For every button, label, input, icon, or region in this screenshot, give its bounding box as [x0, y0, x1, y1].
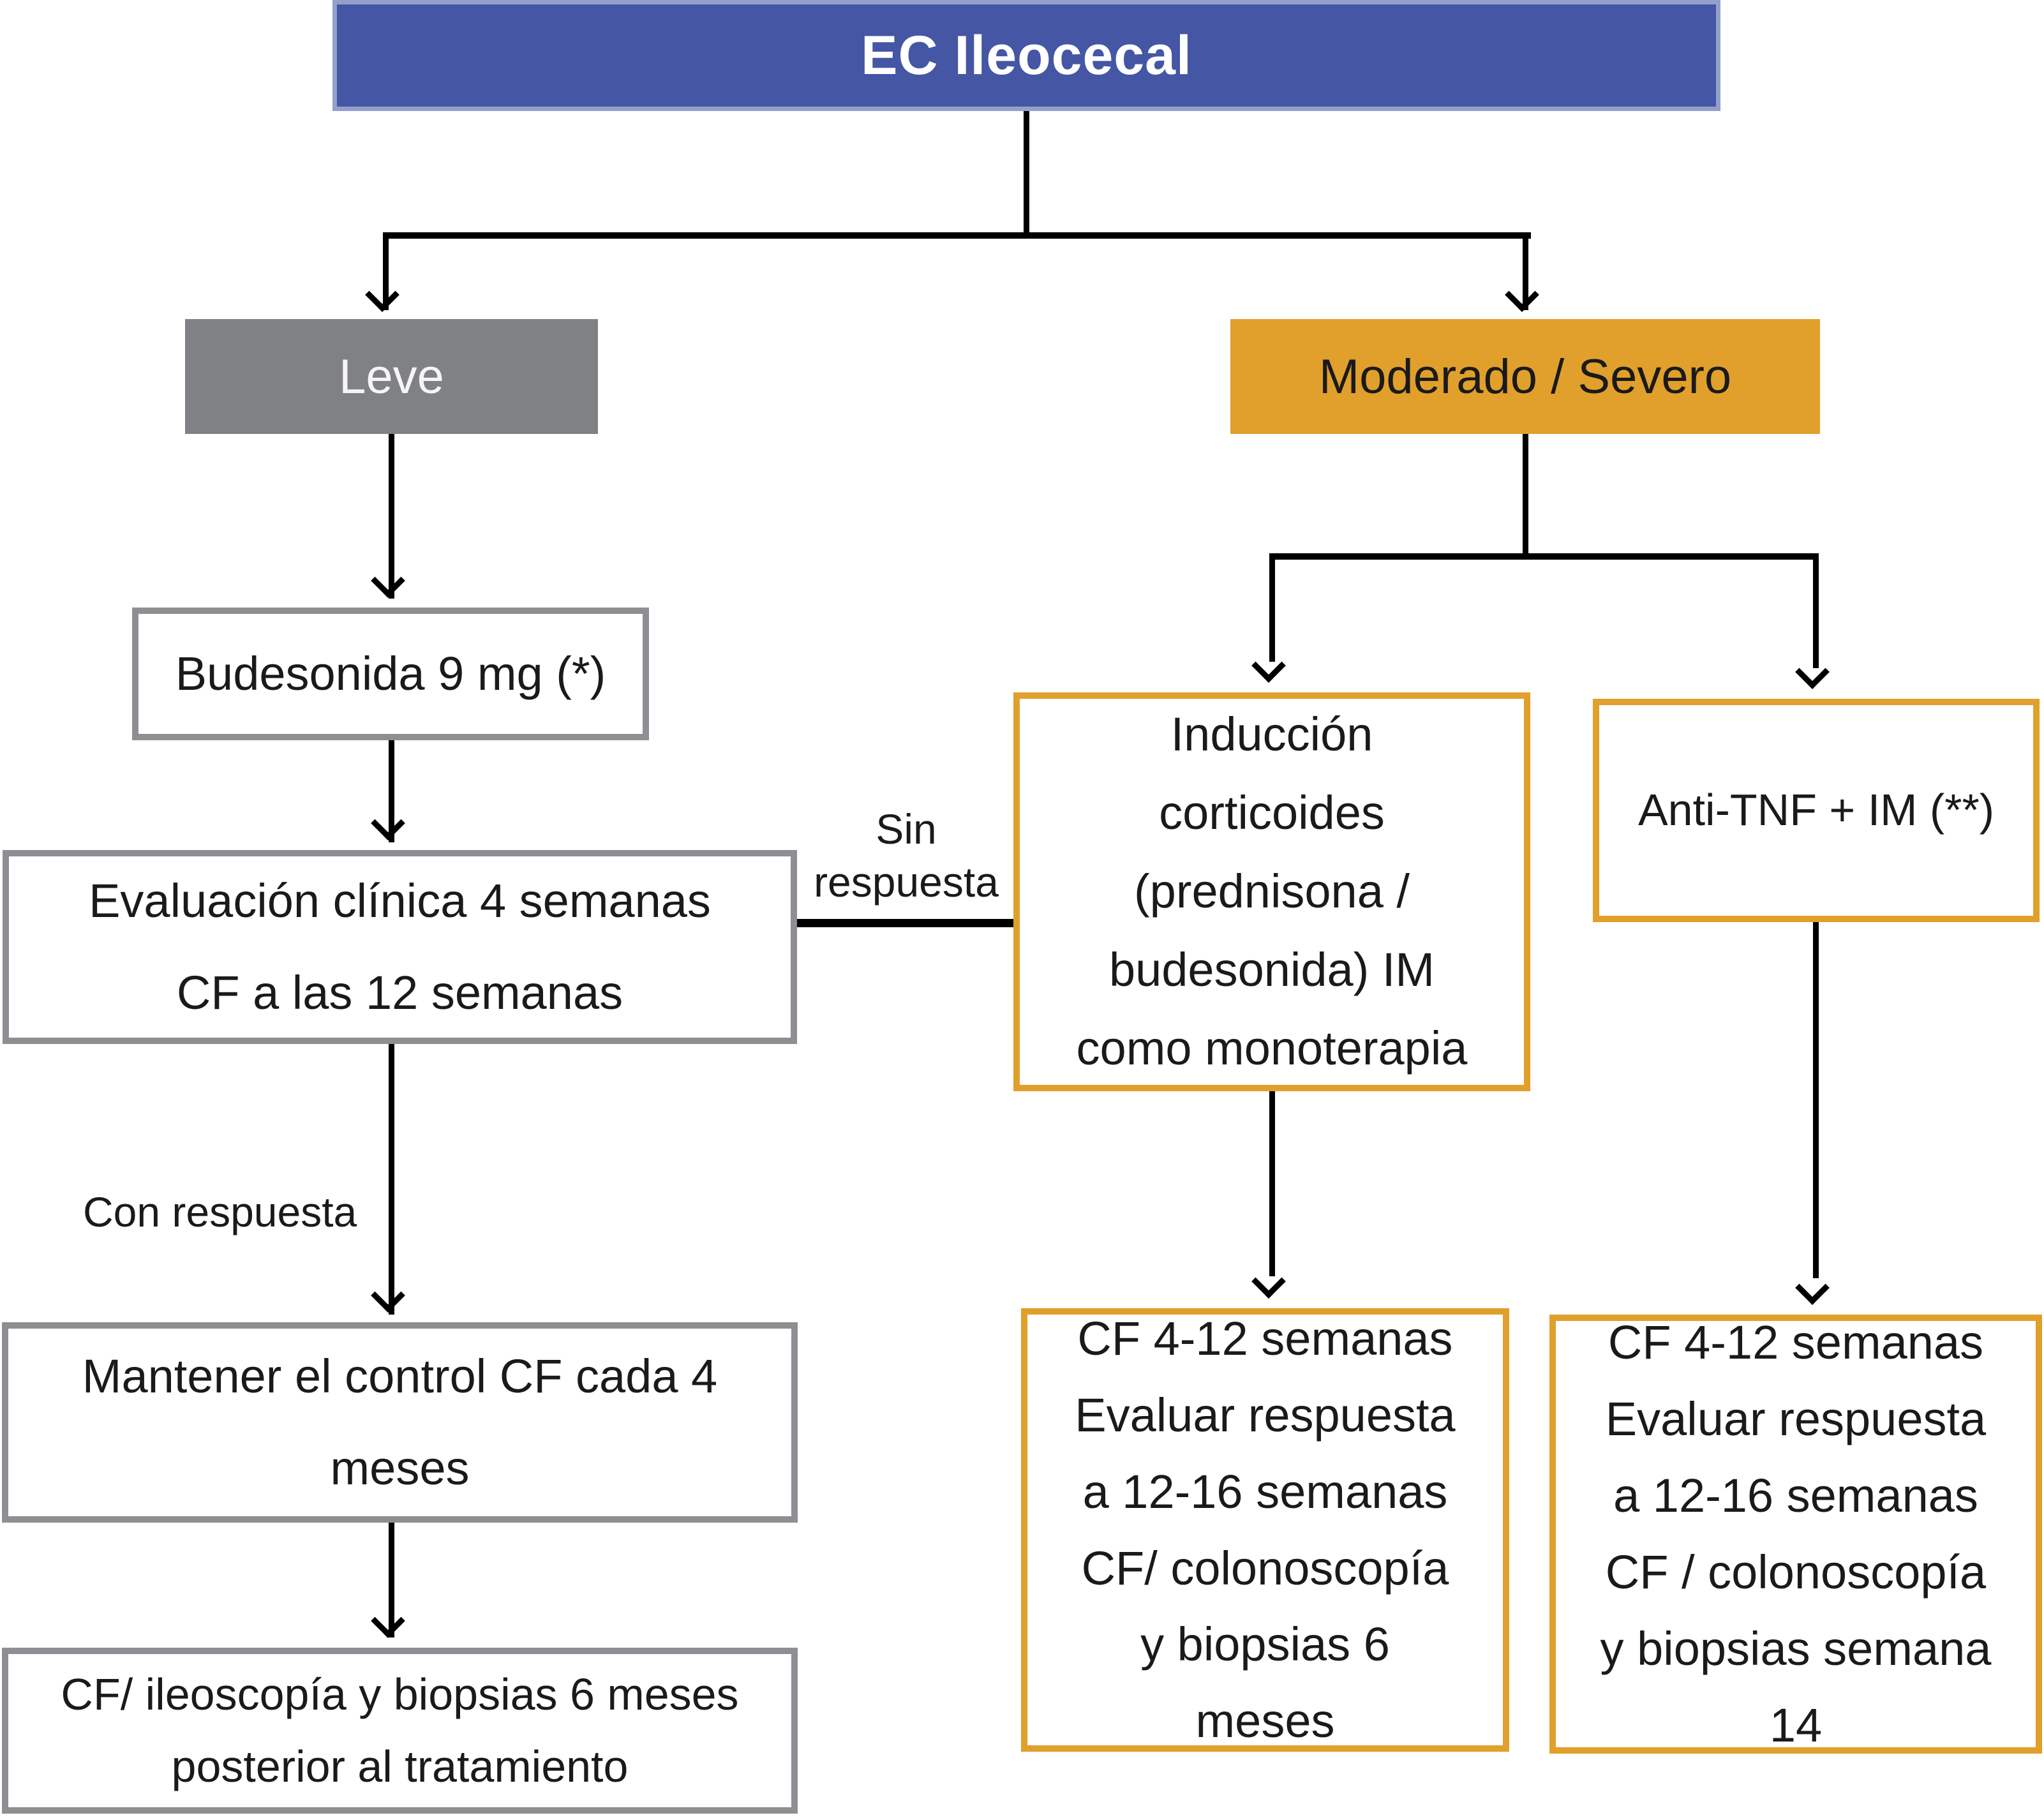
- node-ileoscopia-line-2: posterior al tratamiento: [171, 1742, 629, 1791]
- edge-to-induccion-shaft: [1269, 560, 1275, 662]
- node-induccion-line-2: corticoides: [1159, 786, 1385, 840]
- node-cf-right: CF 4-12 semanas Evaluar respuesta a 12-1…: [1549, 1315, 2042, 1754]
- node-induccion-line-3: (prednisona /: [1134, 865, 1410, 918]
- node-evaluacion: Evaluación clínica 4 semanas CF a las 12…: [3, 850, 797, 1044]
- node-budesonida: Budesonida 9 mg (*): [132, 608, 649, 740]
- arrowhead-evaluacion-icon: [371, 806, 405, 840]
- node-leve: Leve: [185, 319, 598, 434]
- node-induccion-line-1: Inducción: [1170, 708, 1373, 761]
- node-cf-right-line-1: CF 4-12 semanas: [1608, 1316, 1984, 1369]
- node-cf-right-line-5: y biopsias semana: [1600, 1622, 1992, 1675]
- arrowhead-budesonida-icon: [371, 563, 405, 598]
- node-cf-mid-line-1: CF 4-12 semanas: [1077, 1311, 1453, 1365]
- edge-induccion-cfmid: [1269, 1091, 1275, 1276]
- node-evaluacion-line-1: Evaluación clínica 4 semanas: [89, 874, 711, 927]
- page-title: EC Ileocecal: [861, 24, 1192, 86]
- node-evaluacion-line-2: CF a las 12 semanas: [176, 966, 623, 1019]
- arrowhead-ileoscopia-icon: [371, 1604, 405, 1638]
- arrowhead-induccion-icon: [1251, 648, 1286, 683]
- node-cf-mid-line-4: CF/ colonoscopía: [1081, 1541, 1449, 1595]
- edge-sin-respuesta-line: [797, 919, 1013, 927]
- node-leve-label: Leve: [339, 349, 444, 404]
- node-ileoscopia: CF/ ileoscopía y biopsias 6 meses poster…: [2, 1648, 798, 1814]
- node-cf-right-line-3: a 12-16 semanas: [1613, 1469, 1978, 1523]
- arrowhead-antitnf-icon: [1795, 655, 1830, 689]
- arrowhead-cfmid-icon: [1251, 1264, 1286, 1299]
- node-mantener-line-2: meses: [330, 1442, 470, 1495]
- arrowhead-to-leve-icon: [365, 278, 399, 312]
- node-induccion-line-5: como monoterapia: [1076, 1021, 1468, 1075]
- node-mantener-line-1: Mantener el control CF cada 4: [82, 1349, 718, 1403]
- node-cf-mid-line-3: a 12-16 semanas: [1082, 1465, 1448, 1518]
- node-moderado-severo-label: Moderado / Severo: [1318, 349, 1732, 404]
- node-ileoscopia-line-1: CF/ ileoscopía y biopsias 6 meses: [61, 1669, 739, 1719]
- edge-moderado-hsplit: [1269, 553, 1819, 560]
- edge-leve-budesonida: [389, 434, 394, 599]
- node-cf-mid: CF 4-12 semanas Evaluar respuesta a 12-1…: [1021, 1308, 1509, 1752]
- edge-to-moderado-shaft: [1523, 239, 1528, 310]
- arrowhead-cfright-icon: [1795, 1271, 1830, 1305]
- node-cf-mid-line-6: meses: [1195, 1694, 1335, 1748]
- node-mantener: Mantener el control CF cada 4 meses: [2, 1322, 798, 1523]
- edge-title-vline: [1024, 111, 1029, 236]
- edge-antitnf-cfright: [1813, 922, 1819, 1278]
- edge-to-leve-shaft: [383, 239, 389, 310]
- node-cf-right-line-6: 14: [1769, 1698, 1823, 1752]
- arrowhead-mantener-icon: [371, 1278, 405, 1313]
- node-moderado-severo: Moderado / Severo: [1230, 319, 1820, 434]
- edge-label-sin-respuesta: Sin respuesta: [791, 803, 1021, 908]
- edge-budesonida-evaluacion: [389, 740, 394, 842]
- edge-title-hsplit: [383, 232, 1531, 239]
- edge-mantener-ileoscopia: [389, 1523, 394, 1637]
- node-ec-ileocecal: EC Ileocecal: [332, 0, 1720, 111]
- node-induccion-line-4: budesonida) IM: [1108, 943, 1435, 996]
- node-cf-mid-line-2: Evaluar respuesta: [1075, 1388, 1456, 1442]
- node-antitnf: Anti-TNF + IM (**): [1593, 699, 2040, 922]
- arrowhead-to-moderado-icon: [1505, 278, 1539, 312]
- edge-label-sin-respuesta-line-2: respuesta: [814, 858, 999, 906]
- edge-evaluacion-mantener: [389, 1044, 394, 1315]
- node-cf-mid-line-5: y biopsias 6: [1140, 1618, 1390, 1671]
- node-cf-right-line-4: CF / colonoscopía: [1605, 1546, 1987, 1599]
- node-budesonida-text: Budesonida 9 mg (*): [175, 647, 606, 701]
- edge-moderado-vline: [1523, 434, 1528, 556]
- node-antitnf-text: Anti-TNF + IM (**): [1637, 785, 1995, 835]
- node-induccion: Inducción corticoides (prednisona / bude…: [1013, 692, 1530, 1091]
- node-cf-right-line-2: Evaluar respuesta: [1605, 1392, 1987, 1446]
- edge-label-con-respuesta: Con respuesta: [83, 1188, 357, 1235]
- edge-to-antitnf-shaft: [1813, 560, 1819, 668]
- edge-label-sin-respuesta-line-1: Sin: [876, 805, 937, 853]
